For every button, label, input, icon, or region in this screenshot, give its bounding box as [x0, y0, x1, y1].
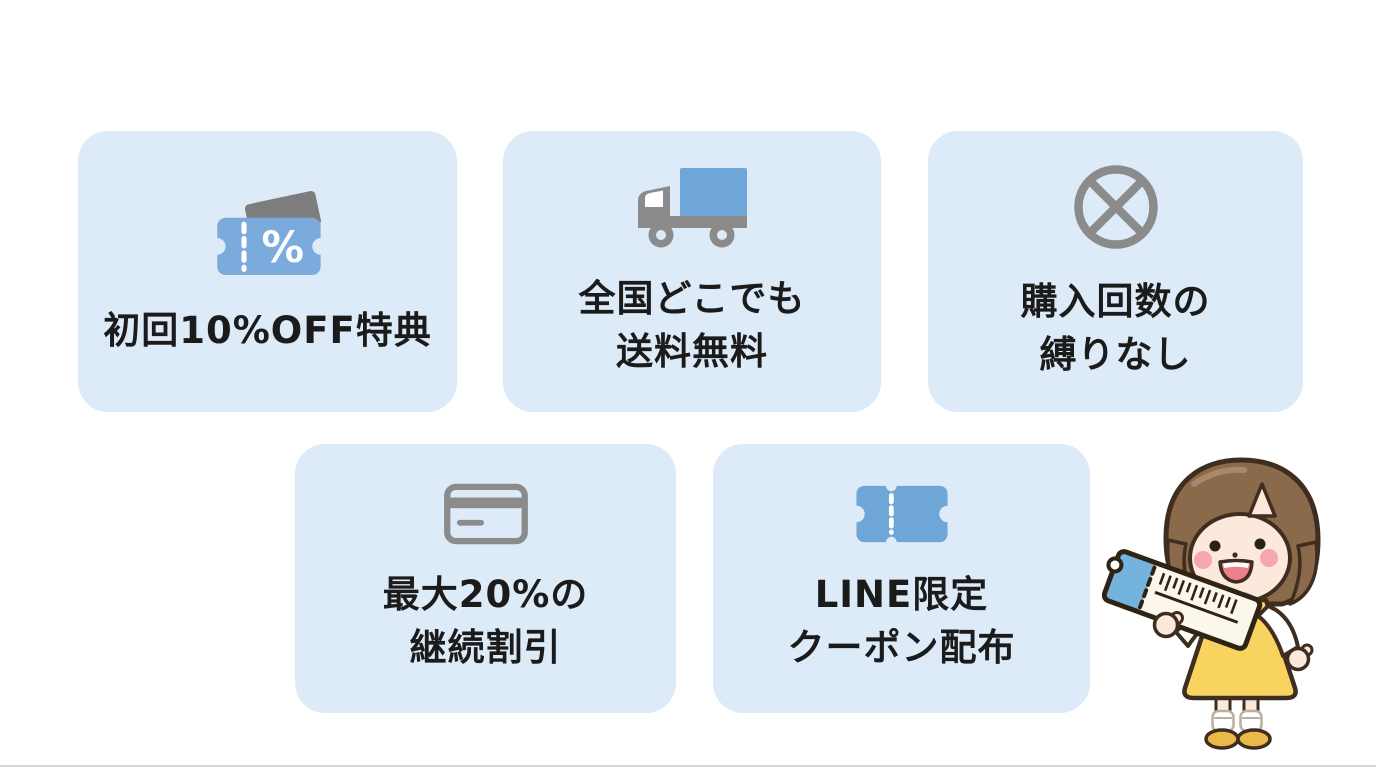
- benefit-card-first-discount: % 初回10%OFF特典: [78, 131, 457, 412]
- benefit-line: クーポン配布: [787, 625, 1016, 669]
- percent-symbol: %: [261, 224, 304, 273]
- benefit-line: 最大20%の: [382, 572, 589, 616]
- benefit-line: 初回10%OFF特典: [103, 308, 432, 352]
- benefit-card-line-coupon: LINE限定 クーポン配布: [713, 444, 1090, 713]
- no-purchase-commitment-icon: [1071, 162, 1161, 252]
- benefit-card-free-shipping: 全国どこでも 送料無料: [503, 131, 881, 412]
- bottom-border-line: [0, 765, 1376, 767]
- benefit-card-text: LINE限定 クーポン配布: [788, 569, 1016, 674]
- discount-coupon-icon: %: [208, 186, 328, 281]
- benefit-card-text: 全国どこでも 送料無料: [579, 273, 806, 378]
- benefit-line: 送料無料: [615, 329, 768, 373]
- benefit-card-text: 初回10%OFF特典: [103, 305, 432, 358]
- benefit-line: LINE限定: [814, 572, 989, 616]
- benefit-line: 購入回数の: [1020, 279, 1211, 323]
- benefit-card-loyalty-discount: 最大20%の 継続割引: [295, 444, 676, 713]
- girl-holding-coupon-illustration: [1101, 450, 1342, 760]
- delivery-truck-icon: [634, 165, 750, 249]
- line-coupon-icon: [853, 482, 950, 545]
- benefit-card-text: 購入回数の 縛りなし: [1021, 276, 1211, 381]
- benefit-card-text: 最大20%の 継続割引: [383, 569, 589, 674]
- credit-card-icon: [443, 483, 529, 545]
- benefit-card-no-commitment: 購入回数の 縛りなし: [928, 131, 1303, 412]
- benefit-line: 縛りなし: [1039, 332, 1192, 376]
- benefit-line: 全国どこでも: [578, 276, 806, 320]
- benefit-line: 継続割引: [409, 625, 562, 669]
